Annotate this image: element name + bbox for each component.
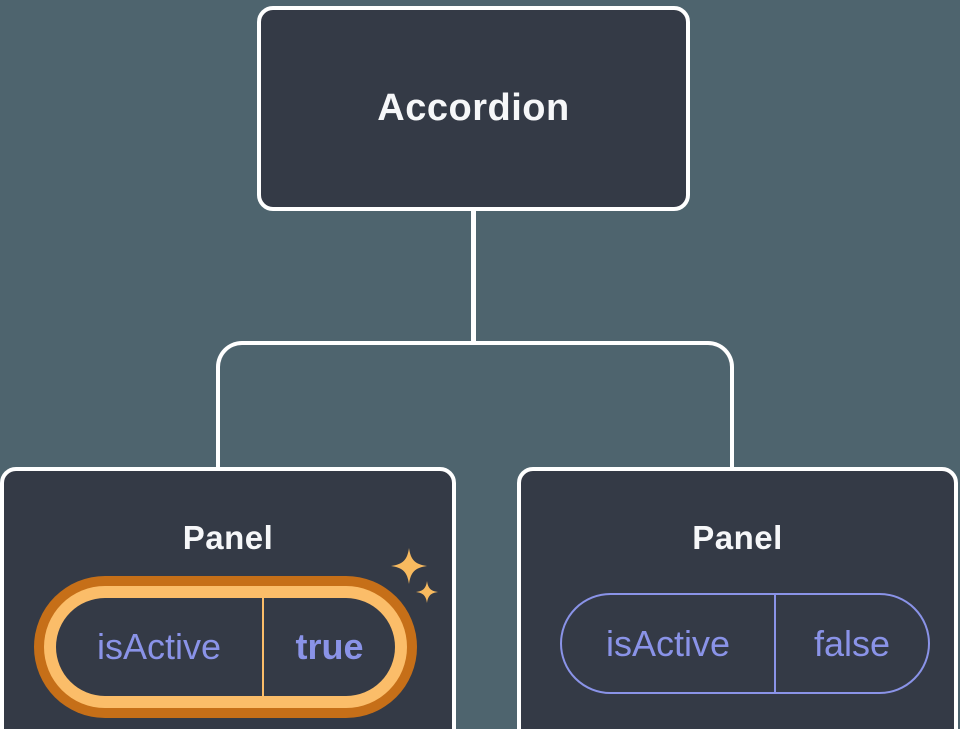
prop-divider [262,598,264,696]
prop-value: false [813,622,891,664]
prop-value-cell: true [264,598,395,696]
panel-node-label: Panel [692,519,783,556]
panel-node-label: Panel [182,519,274,556]
page-background-strip [0,729,960,734]
panel-node-inactive: Panel isActive false [517,467,958,729]
prop-pill-inactive: isActive false [560,593,930,694]
accordion-node: Accordion [257,6,690,211]
prop-pill-active: isActive true [56,598,395,696]
prop-name: isActive [96,626,222,667]
prop-pill-highlight-ring-inner: isActive true [44,586,407,708]
sparkle-icon [416,581,438,603]
connector-stem [471,209,476,345]
prop-name: isActive [605,622,731,664]
sparkle-icon [391,548,427,584]
connector-bracket [216,341,734,469]
accordion-node-label: Accordion [377,87,570,129]
prop-divider [774,595,776,692]
panel-node-active: Panel isActive true [0,467,456,729]
prop-pill-highlight-ring: isActive true [34,576,417,718]
prop-value: true [295,626,364,667]
prop-value-cell: false [776,595,928,692]
prop-name-cell: isActive [562,595,774,692]
prop-name-cell: isActive [56,598,262,696]
